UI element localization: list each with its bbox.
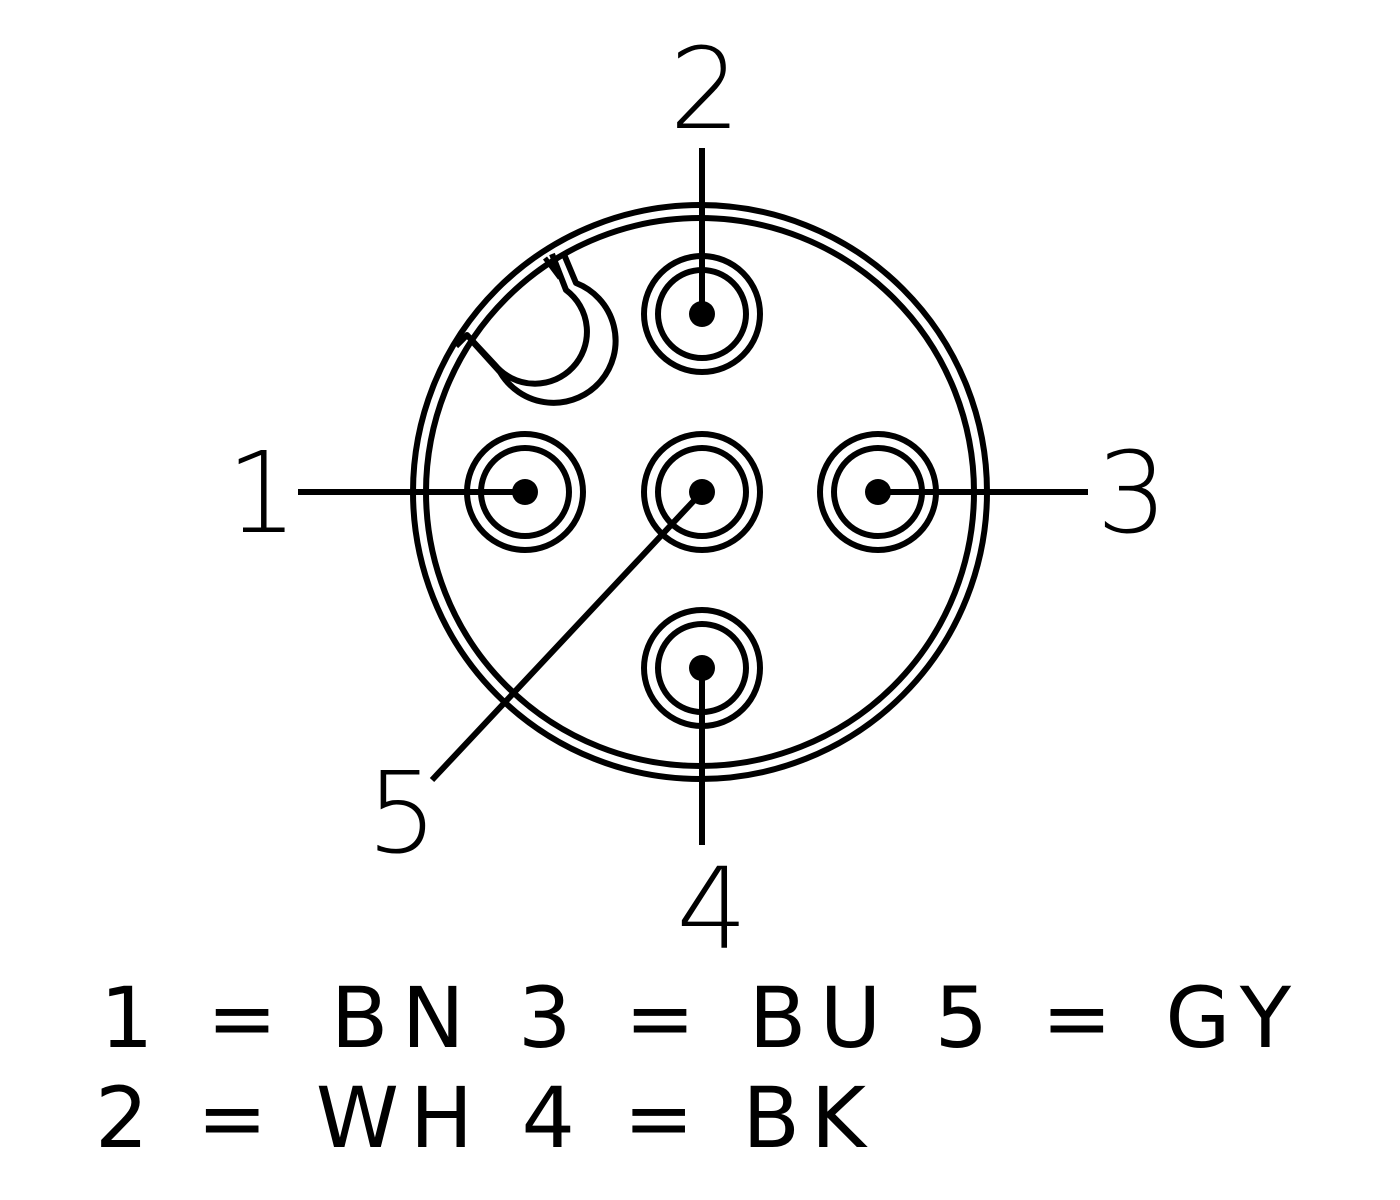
pin-2-label: 2 (669, 25, 740, 155)
pin-5-label: 5 (366, 749, 437, 879)
pin-1-label: 1 (226, 429, 297, 559)
legend-line-1: 1 = BN 3 = BU 5 = GY (100, 969, 1305, 1067)
leader-lines (298, 148, 1088, 845)
coding-key (453, 250, 619, 406)
legend-line-2: 2 = WH 4 = BK (95, 1069, 880, 1167)
pin-4-label: 4 (676, 845, 747, 975)
pin-3-label: 3 (1096, 429, 1167, 559)
leader-line-pin-5 (429, 489, 705, 783)
